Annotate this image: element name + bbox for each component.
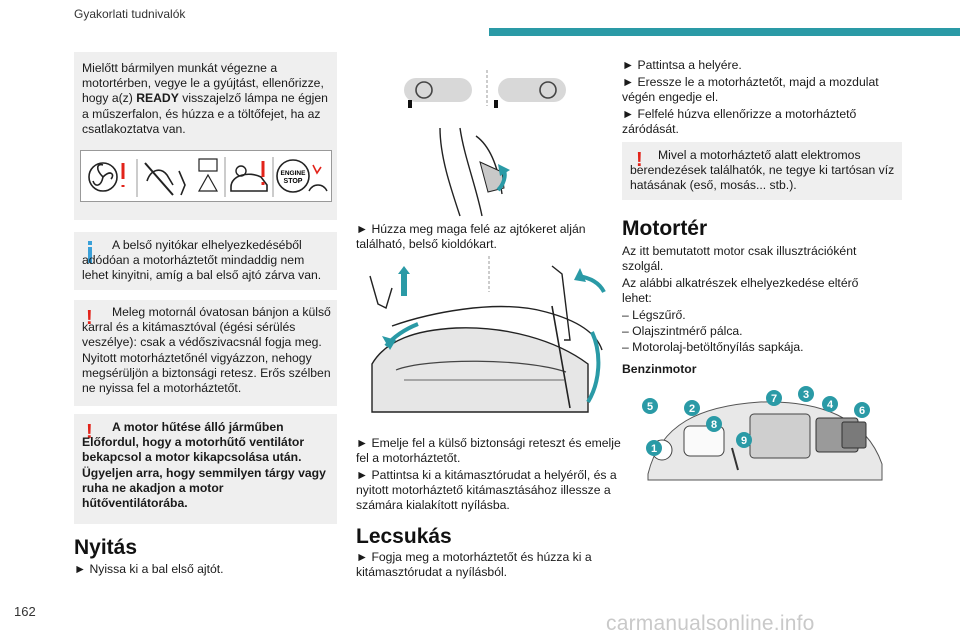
callout-3 (798, 386, 814, 402)
component-list-item: – Légszűrő. (622, 308, 686, 322)
illustration-release-lever (380, 66, 620, 221)
engine-bay-intro-2: Az alábbi alkatrészek elhelyezkedése elt… (622, 276, 859, 306)
callout-9 (736, 432, 752, 448)
warning-text: A motor hűtése álló járműben Előfordul, … (82, 420, 326, 511)
warning-icon: ! (636, 149, 643, 171)
step-insert-rod: ► Pattintsa ki a kitámasztórudat a helyé… (356, 468, 617, 513)
callout-label-5: 5 (647, 401, 653, 413)
component-list-item: – Olajszintmérő pálca. (622, 324, 743, 338)
callout-label-1: 1 (651, 443, 657, 455)
running-header: Gyakorlati tudnivalók (74, 7, 186, 21)
callout-label-8: 8 (711, 419, 717, 431)
component-list-item: – Motorolaj-betöltőnyílás sapkája. (622, 340, 804, 354)
svg-text:STOP: STOP (284, 178, 303, 185)
callout-label-3: 3 (803, 389, 809, 401)
safety-box: Mielőtt bármilyen munkát végezne a motor… (74, 52, 337, 220)
callout-label-6: 6 (859, 405, 865, 417)
callout-label-2: 2 (689, 403, 695, 415)
callout-group: 1 2 3 4 5 6 7 8 9 (642, 386, 870, 456)
callout-label-4: 4 (827, 399, 834, 411)
callout-2 (684, 400, 700, 416)
step-remove-rod: ► Fogja meg a motorháztetőt és húzza ki … (356, 550, 592, 580)
callout-label-7: 7 (771, 393, 777, 405)
callout-5 (642, 398, 658, 414)
section-title-closing: Lecsukás (356, 525, 452, 548)
illustration-raise-hood (356, 254, 611, 424)
hood-warning-icon (230, 157, 274, 197)
safety-text: Mielőtt bármilyen munkát végezne a motor… (82, 61, 328, 136)
subheading-petrol-engine: Benzinmotor (622, 362, 697, 376)
info-box: A belső nyitókar elhelyezkedéséből adódó… (74, 232, 337, 290)
warning-box-electrical: ! Mivel a motorháztető alatt elektromos … (622, 142, 902, 200)
info-icon (88, 241, 92, 263)
section-title-opening: Nyitás (74, 536, 138, 559)
step-check-latch: ► Felfelé húzva ellenőrizze a motorházte… (622, 107, 857, 137)
rhd-dashboard-icon (494, 78, 566, 108)
warning-text: Meleg motornál óvatosan bánjon a külső k… (82, 305, 331, 396)
page-number: 162 (14, 604, 36, 619)
callout-8 (706, 416, 722, 432)
prop-rod-inset (551, 265, 606, 341)
info-text: A belső nyitókar elhelyezkedéséből adódó… (82, 238, 322, 283)
no-hands-icon (136, 159, 186, 197)
manual-hazard-icon (197, 157, 226, 197)
safety-catch-inset (369, 266, 410, 309)
warning-icon: ! (86, 421, 93, 443)
callout-4 (822, 396, 838, 412)
step-lower-hood: ► Eressze le a motorháztetőt, majd a moz… (622, 75, 879, 105)
step-pull-lever: ► Húzza meg maga felé az ajtókeret alján… (356, 222, 586, 252)
warning-box-fan: ! A motor hűtése álló járműben Előfordul… (74, 414, 337, 524)
lhd-dashboard-icon (404, 78, 472, 108)
warning-icon: ! (86, 307, 93, 329)
callout-7 (766, 390, 782, 406)
callout-label-9: 9 (741, 435, 747, 447)
header-accent-bar (489, 28, 960, 36)
warning-text: Mivel a motorháztető alatt elektromos be… (630, 148, 895, 193)
step-lift-catch: ► Emelje fel a külső biztonsági reteszt … (356, 436, 621, 466)
engine-bay-illustration: 1 2 3 4 5 6 7 8 9 (640, 384, 890, 484)
fan-warning-icon (88, 162, 125, 192)
step-open-door: ► Nyissa ki a bal első ajtót. (74, 562, 224, 576)
callout-6 (854, 402, 870, 418)
watermark: carmanualsonline.info (606, 612, 815, 635)
callout-1 (646, 440, 662, 456)
section-title-engine-bay: Motortér (622, 217, 708, 240)
engine-bay-intro-1: Az itt bemutatott motor csak illusztráci… (622, 244, 857, 274)
svg-text:ENGINE: ENGINE (281, 170, 307, 177)
safety-icons-strip: ENGINE STOP (80, 150, 332, 202)
engine-stop-icon: ENGINE STOP (276, 159, 328, 193)
step-clip-rod: ► Pattintsa a helyére. (622, 58, 742, 72)
warning-box-hot-engine: ! Meleg motornál óvatosan bánjon a külső… (74, 300, 337, 406)
